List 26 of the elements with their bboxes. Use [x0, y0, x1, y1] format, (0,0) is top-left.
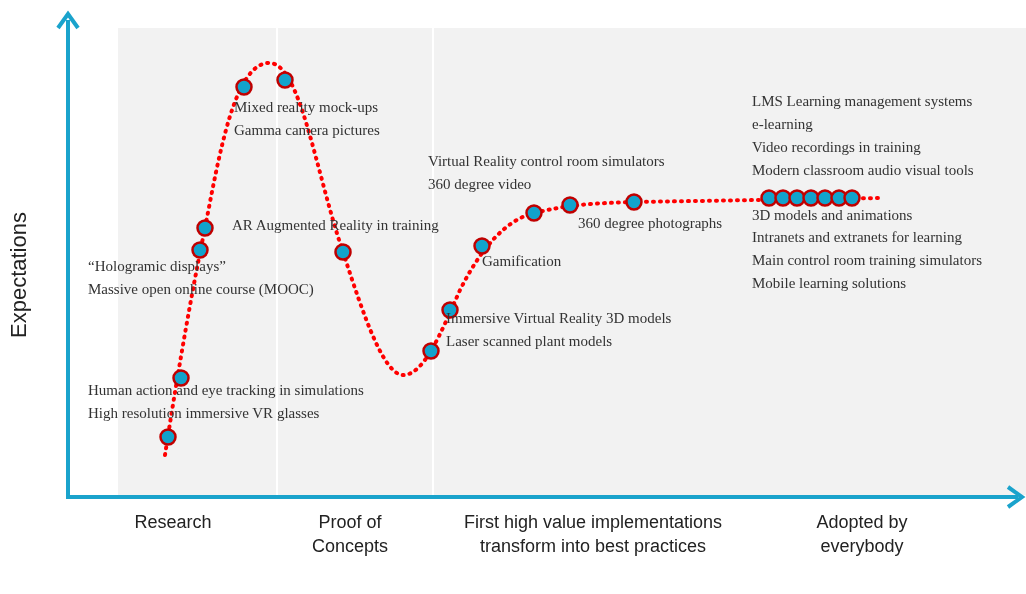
annotation-text: 360 degree photographs [578, 214, 723, 232]
annotation-text: Laser scanned plant models [446, 332, 613, 350]
annotation-text: Mobile learning solutions [752, 274, 907, 292]
annotation-text: Mixed reality mock-ups [234, 98, 379, 116]
phase-label: Proof of Concepts [310, 511, 389, 558]
annotation-text: “Hologramic displays” [88, 257, 226, 275]
annotation-text: 360 degree video [428, 175, 532, 193]
axis-title: Expectations [6, 212, 32, 338]
annotation-text: Immersive Virtual Reality 3D models [446, 309, 672, 327]
annotation-text: AR Augmented Reality in training [232, 216, 439, 234]
annotation-text: High resolution immersive VR glasses [88, 404, 320, 422]
phase-label: Research [133, 511, 213, 534]
annotation-text: Human action and eye tracking in simulations [88, 381, 364, 399]
phase-label: Adopted by everybody [815, 511, 909, 558]
annotation-text: Video recordings in training [752, 138, 921, 156]
annotation-text: Massive open online course (MOOC) [88, 280, 314, 298]
annotation-text: Gamification [482, 252, 562, 270]
annotation-text: Virtual Reality control room simulators [428, 152, 665, 170]
annotation-text: Intranets and extranets for learning [752, 228, 962, 246]
annotation-text: e-learning [752, 115, 813, 133]
annotation-text: 3D models and animations [752, 206, 913, 224]
annotation-text: Main control room training simulators [752, 251, 982, 269]
annotation-text: Gamma camera pictures [234, 121, 380, 139]
annotation-text: LMS Learning management systems [752, 92, 973, 110]
annotation-text: Modern classroom audio visual tools [752, 161, 974, 179]
phase-label: First high value implementations transform into best practices [462, 511, 724, 558]
